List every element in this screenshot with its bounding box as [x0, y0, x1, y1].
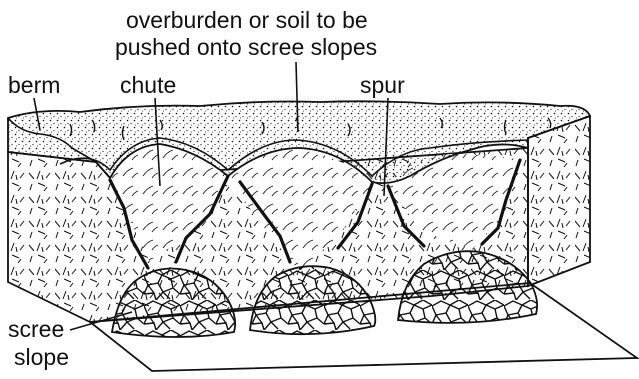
chute-label: chute	[120, 74, 176, 97]
scree-label-line2: slope	[14, 346, 69, 369]
overburden-label-line1: overburden or soil to be	[126, 9, 368, 32]
berm-label: berm	[8, 74, 60, 97]
spur-label: spur	[360, 74, 405, 97]
overburden-label-line2: pushed onto scree slopes	[115, 36, 377, 59]
scree-label-line1: scree	[8, 318, 64, 341]
right-side-face	[528, 116, 590, 286]
